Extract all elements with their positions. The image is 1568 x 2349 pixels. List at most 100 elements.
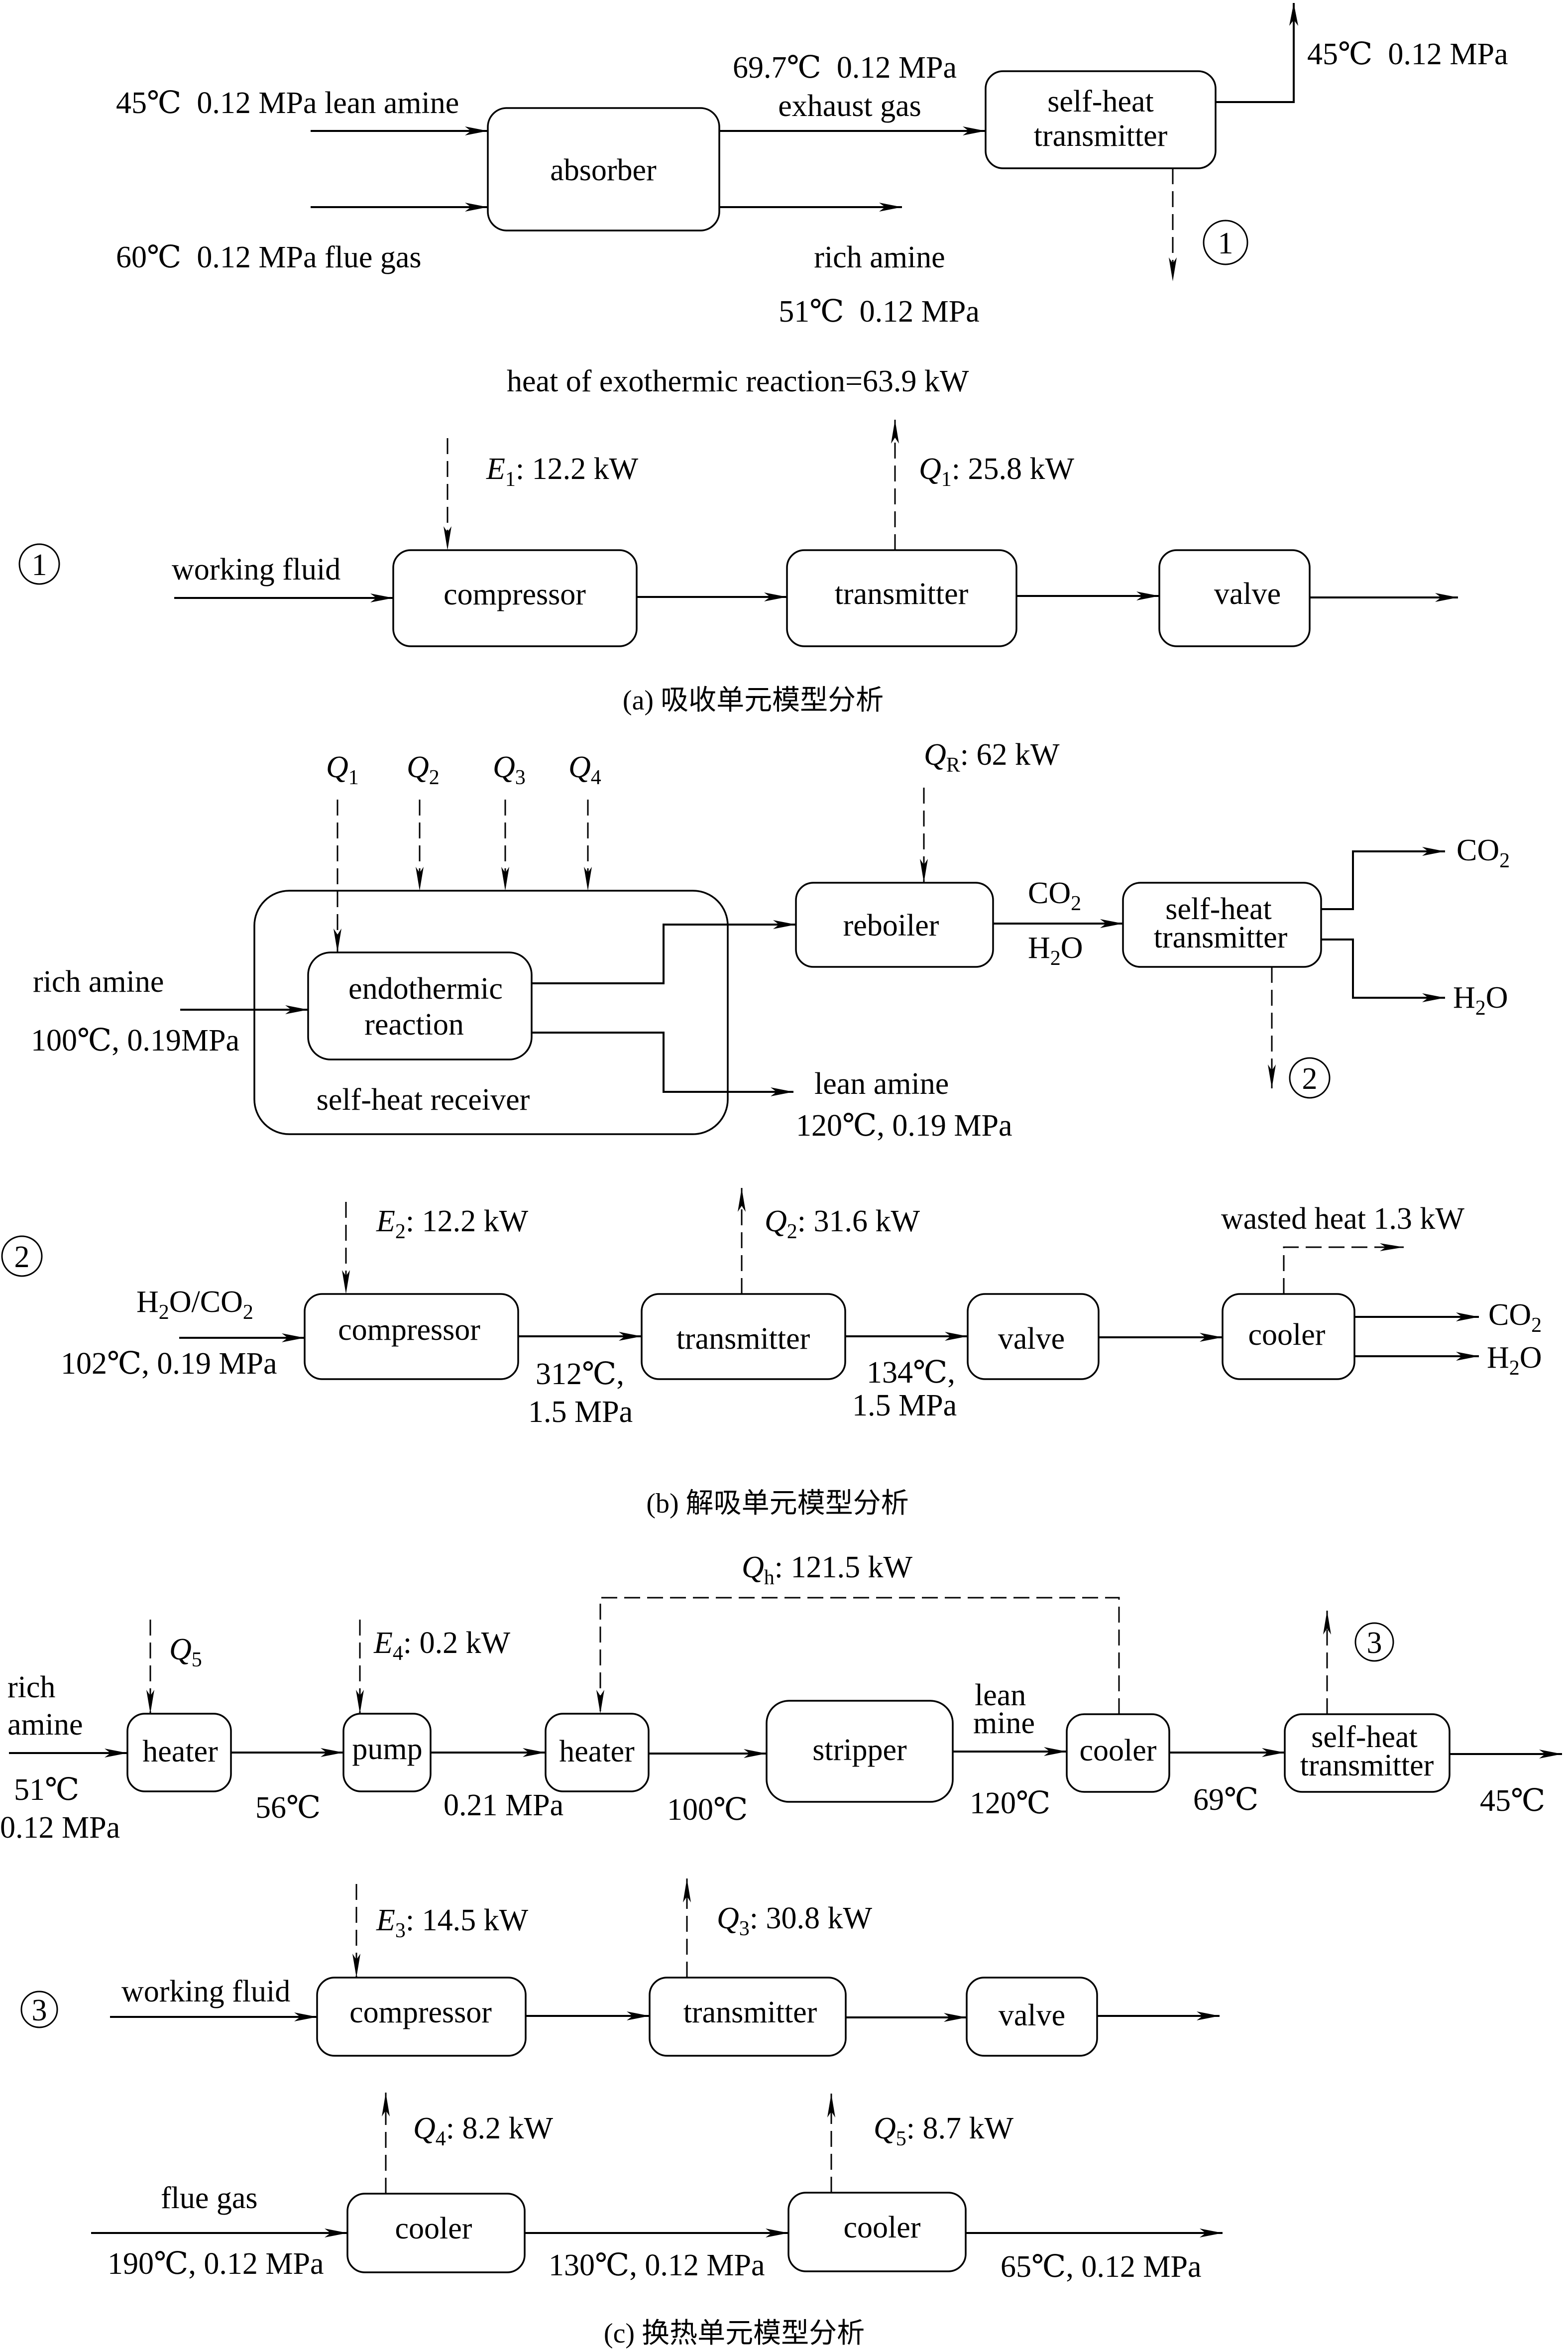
caption-a: (a) 吸收单元模型分析 bbox=[623, 685, 884, 716]
self-heat-transmitter-box bbox=[985, 70, 1217, 169]
h2o-product-subscript: 2 bbox=[1509, 1357, 1520, 1380]
caption-b: (b) 解吸单元模型分析 bbox=[646, 1488, 908, 1519]
self-heat-transmitter-label-line2: transmitter bbox=[1300, 1749, 1434, 1782]
cycle-2-link-circle bbox=[1289, 1057, 1331, 1099]
q4-input-label: Q4 bbox=[568, 750, 601, 789]
rich-amine-label: rich amine bbox=[33, 965, 164, 999]
e3-value: : 14.5 kW bbox=[406, 1903, 529, 1937]
inlet-conditions-label: 102℃, 0.19 MPa bbox=[61, 1347, 277, 1381]
lean-amine-conditions-label: 120℃, 0.19 MPa bbox=[796, 1109, 1012, 1143]
compressor-outlet-pressure: 1.5 MPa bbox=[528, 1395, 633, 1429]
e1-symbol: E bbox=[486, 452, 505, 486]
rich-amine-label-line1: rich bbox=[7, 1670, 55, 1704]
compressor-label: compressor bbox=[349, 1996, 492, 2029]
e1-value: : 12.2 kW bbox=[516, 452, 639, 486]
co2-outlet-label: CO2 bbox=[1456, 833, 1510, 872]
q3-input-subscript: 3 bbox=[515, 766, 526, 789]
outlet-temperature: 45℃ bbox=[1480, 1784, 1545, 1818]
h2o-outlet-main: H bbox=[1453, 981, 1475, 1015]
q5-input-subscript: 5 bbox=[192, 1648, 202, 1671]
section-c-heat-exchange-unit: Qh: 121.5 kW Q5 E4: 0.2 kW rich amine 51… bbox=[0, 1550, 1562, 2349]
h2o-outlet-label: H2O bbox=[1453, 981, 1508, 1020]
flue-gas-label: flue gas bbox=[161, 2181, 258, 2215]
flue-gas-inlet-conditions: 190℃, 0.12 MPa bbox=[108, 2247, 324, 2281]
q5-value: : 8.7 kW bbox=[906, 2112, 1014, 2145]
rich-amine-conditions-label: 51℃ 0.12 MPa bbox=[779, 295, 979, 329]
q1-symbol: Q bbox=[919, 452, 941, 486]
cycle-2-marker-number: 2 bbox=[14, 1240, 30, 1274]
vapor-co2-label: CO2 bbox=[1028, 876, 1081, 915]
flue-gas-outlet-conditions: 65℃, 0.12 MPa bbox=[1001, 2250, 1201, 2284]
q1-input-subscript: 1 bbox=[348, 766, 359, 789]
absorber-box bbox=[487, 107, 720, 232]
transmitter-outlet-temperature: 134℃, bbox=[867, 1356, 955, 1390]
rich-amine-label: rich amine bbox=[814, 240, 945, 274]
e3-symbol: E bbox=[376, 1903, 395, 1937]
co2-product-label: CO2 bbox=[1488, 1298, 1542, 1337]
treated-gas-conditions-label: 45℃ 0.12 MPa bbox=[1307, 37, 1508, 71]
qh-value: : 121.5 kW bbox=[775, 1550, 913, 1584]
cycle-2-link-number: 2 bbox=[1302, 1062, 1318, 1096]
flue-gas-mid-conditions: 130℃, 0.12 MPa bbox=[549, 2248, 765, 2282]
rich-amine-label-line2: amine bbox=[7, 1708, 83, 1742]
cycle-1-marker-circle bbox=[18, 543, 60, 585]
qr-value: : 62 kW bbox=[960, 738, 1060, 772]
q3-value: : 30.8 kW bbox=[750, 1901, 873, 1935]
h2o-outlet-arrow bbox=[1321, 939, 1445, 1002]
q5-subscript: 5 bbox=[896, 2127, 906, 2150]
flue-gas-inlet-label: 60℃ 0.12 MPa flue gas bbox=[116, 240, 422, 274]
self-heat-transmitter-label-line2: transmitter bbox=[1154, 921, 1288, 954]
heater-2-outlet-temperature: 100℃ bbox=[667, 1793, 748, 1827]
q2-label: Q2: 31.6 kW bbox=[765, 1204, 920, 1243]
compressor-outlet-temperature: 312℃, bbox=[536, 1357, 624, 1391]
cycle-2-marker-circle bbox=[1, 1235, 43, 1277]
cooler-box bbox=[1222, 1293, 1355, 1380]
working-fluid-label: working fluid bbox=[121, 1975, 290, 2008]
vapor-h2o-tail: O bbox=[1061, 931, 1083, 965]
endothermic-label-line2: reaction bbox=[364, 1008, 464, 1042]
cycle-3-link-circle bbox=[1354, 1622, 1394, 1662]
q4-input-symbol: Q bbox=[568, 750, 591, 784]
e2-label: E2: 12.2 kW bbox=[376, 1204, 529, 1243]
heater-1-outlet-temperature: 56℃ bbox=[255, 1791, 321, 1825]
self-heat-transmitter-box bbox=[1122, 882, 1322, 968]
vapor-h2o-label: H2O bbox=[1028, 931, 1083, 970]
q4-value: : 8.2 kW bbox=[446, 2112, 554, 2145]
valve-label: valve bbox=[1214, 577, 1281, 611]
section-b-desorption-unit: Q1 Q2 Q3 Q4 endothermic reaction self-he… bbox=[1, 738, 1542, 1519]
q1-input-label: Q1 bbox=[326, 750, 359, 789]
reaction-heat-label: heat of exothermic reaction=63.9 kW bbox=[507, 364, 969, 398]
co2-outlet-arrow bbox=[1321, 847, 1445, 910]
h2o-outlet-tail: O bbox=[1486, 981, 1508, 1015]
endothermic-reaction-box bbox=[307, 951, 533, 1060]
flue-gas-cooler-1-label: cooler bbox=[395, 2212, 472, 2245]
wasted-heat-arrow bbox=[1283, 1243, 1404, 1294]
h2o-product-main: H bbox=[1487, 1341, 1509, 1375]
transmitter-outlet-pressure: 1.5 MPa bbox=[852, 1389, 957, 1422]
vapor-to-reboiler-arrow bbox=[532, 920, 796, 984]
rich-amine-conditions-label: 100℃, 0.19MPa bbox=[31, 1024, 239, 1057]
q1-label: Q1: 25.8 kW bbox=[919, 452, 1075, 491]
lean-amine-outlet-arrow bbox=[532, 1032, 793, 1096]
q1-subscript: 1 bbox=[941, 468, 952, 491]
h2o-co2-sub1: 2 bbox=[159, 1301, 169, 1324]
self-heat-transmitter-label-line2: transmitter bbox=[1034, 119, 1168, 153]
transmitter-label: transmitter bbox=[835, 577, 969, 611]
e4-value: : 0.2 kW bbox=[403, 1626, 511, 1660]
heater-1-label: heater bbox=[142, 1735, 218, 1768]
h2o-co2-sub2: 2 bbox=[243, 1301, 253, 1324]
qr-label: QR: 62 kW bbox=[924, 738, 1060, 777]
inlet-pressure: 0.12 MPa bbox=[0, 1811, 120, 1845]
lean-amine-label-line2: mine bbox=[973, 1706, 1035, 1740]
stripper-outlet-temperature: 120℃ bbox=[970, 1786, 1050, 1820]
e4-symbol: E bbox=[373, 1626, 393, 1660]
q4-label: Q4: 8.2 kW bbox=[413, 2112, 554, 2150]
q4-symbol: Q bbox=[413, 2112, 436, 2145]
e1-subscript: 1 bbox=[505, 468, 516, 491]
h2o-co2-part2: O/CO bbox=[169, 1285, 243, 1319]
q2-input-label: Q2 bbox=[407, 750, 440, 789]
qr-symbol: Q bbox=[924, 738, 946, 772]
compressor-label: compressor bbox=[338, 1313, 480, 1347]
q3-input-symbol: Q bbox=[493, 750, 515, 784]
